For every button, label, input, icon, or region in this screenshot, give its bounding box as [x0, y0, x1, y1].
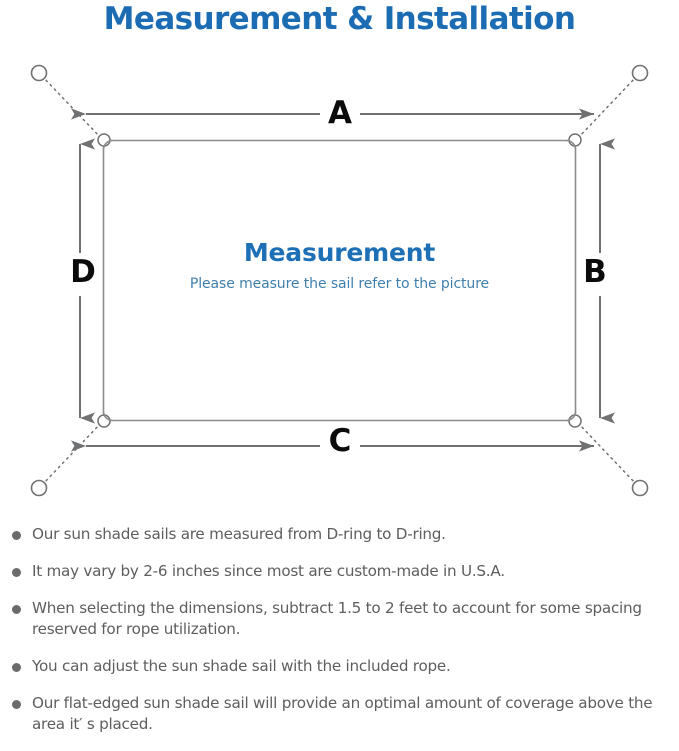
bullet-icon	[12, 605, 21, 614]
rope-line-bottom-left	[41, 422, 102, 486]
diagram-canvas	[30, 64, 649, 497]
list-item: Our flat-edged sun shade sail will provi…	[0, 693, 679, 735]
rope-line-top-left	[41, 75, 102, 139]
list-item: It may vary by 2-6 inches since most are…	[0, 561, 679, 582]
d-ring-top-left	[97, 133, 111, 147]
anchor-ring-bottom-right	[631, 479, 649, 497]
note-text: You can adjust the sun shade sail with t…	[32, 657, 451, 675]
anchor-ring-bottom-left	[30, 479, 48, 497]
rope-line-top-right	[577, 75, 638, 139]
anchor-ring-top-right	[631, 64, 649, 82]
note-text: Our sun shade sails are measured from D-…	[32, 525, 446, 543]
diagram-center-title: Measurement	[243, 238, 436, 267]
rope-line-bottom-right	[577, 422, 638, 486]
dimension-label-b: B	[583, 254, 607, 290]
diagram-center-subtitle: Please measure the sail refer to the pic…	[189, 276, 490, 292]
bullet-icon	[12, 700, 21, 709]
anchor-ring-top-left	[30, 64, 48, 82]
d-ring-bottom-left	[97, 414, 111, 428]
list-item: Our sun shade sails are measured from D-…	[0, 524, 679, 545]
d-ring-top-right	[568, 133, 582, 147]
measurement-diagram: A C D B Measurement Please measure the s…	[0, 48, 679, 518]
page-title: Measurement & Installation	[103, 1, 576, 37]
list-item: When selecting the dimensions, subtract …	[0, 598, 679, 640]
bullet-icon	[12, 531, 21, 540]
note-text: It may vary by 2-6 inches since most are…	[32, 562, 505, 580]
list-item: You can adjust the sun shade sail with t…	[0, 656, 679, 677]
note-text: Our flat-edged sun shade sail will provi…	[32, 694, 653, 733]
d-ring-bottom-right	[568, 414, 582, 428]
note-text: When selecting the dimensions, subtract …	[32, 599, 642, 638]
sail-rectangle	[102, 139, 577, 422]
dimension-label-c: C	[328, 423, 352, 459]
notes-list: Our sun shade sails are measured from D-…	[0, 524, 679, 751]
bullet-icon	[12, 663, 21, 672]
dimension-label-a: A	[328, 95, 352, 131]
dimension-label-d: D	[70, 254, 96, 290]
bullet-icon	[12, 568, 21, 577]
